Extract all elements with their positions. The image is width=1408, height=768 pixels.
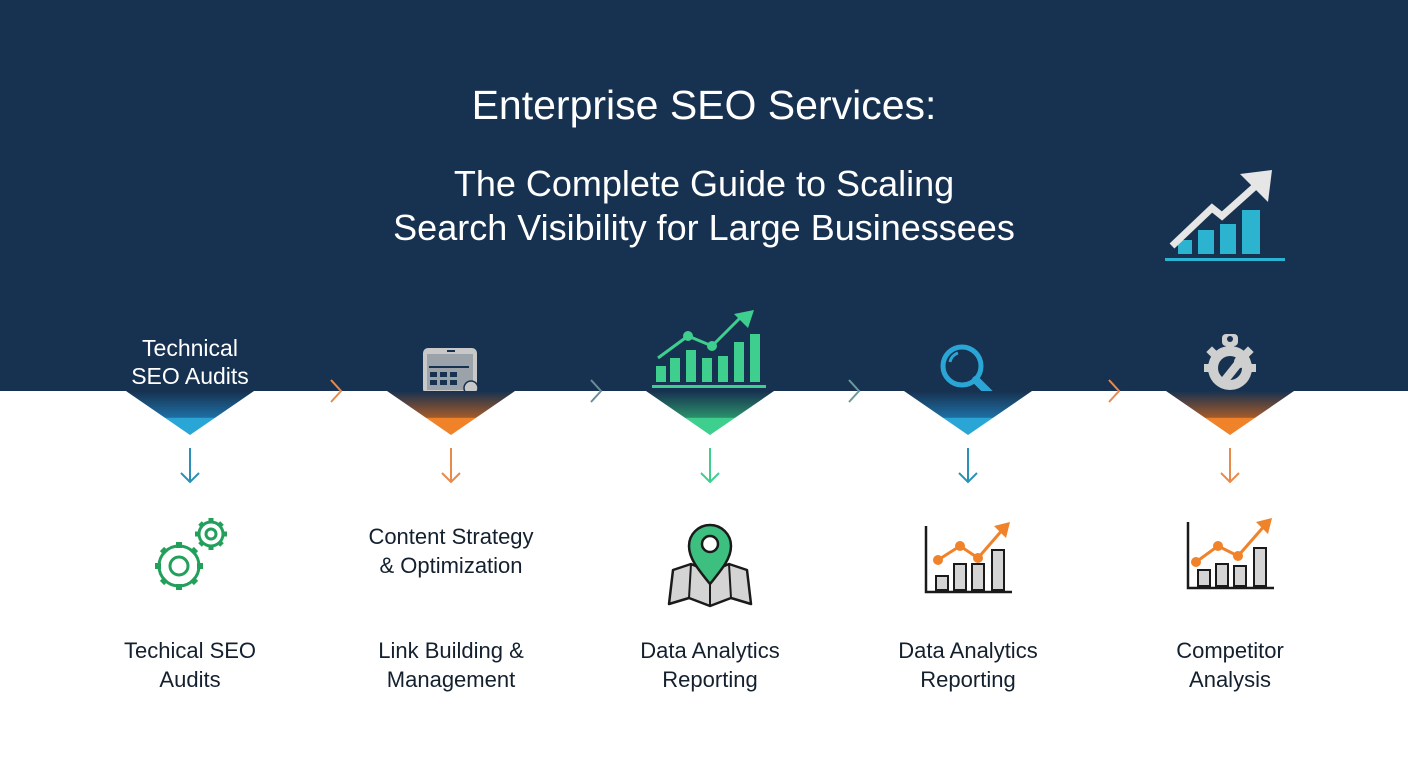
- step-bottom-label: Techical SEO Audits: [123, 638, 257, 692]
- line-bar-chart-icon: [1186, 518, 1274, 590]
- funnel-marker: [1166, 391, 1294, 435]
- step-data-analytics-2: Data Analytics Reporting: [838, 300, 1098, 768]
- step-bottom-label: Data Analytics Reporting: [898, 638, 1038, 692]
- gears-icon: [155, 518, 227, 590]
- step-data-analytics-1: Data Analytics Reporting: [580, 300, 840, 768]
- funnel-marker: [904, 391, 1032, 435]
- gear-wrench-icon: [1204, 334, 1256, 390]
- bar-chart-trend-icon: [652, 310, 766, 388]
- connector-chevron: [1108, 379, 1121, 403]
- map-pin-icon: [667, 523, 753, 608]
- connector-chevron: [848, 379, 861, 403]
- hero-banner: Enterprise SEO Services: The Complete Gu…: [0, 0, 1408, 391]
- funnel-marker: [387, 391, 515, 435]
- down-arrow-icon: [1220, 448, 1240, 484]
- down-arrow-icon: [441, 448, 461, 484]
- step-link-building: Content Strategy & Optimization Link Bui…: [321, 300, 581, 768]
- connector-chevron: [590, 379, 603, 403]
- page-subtitle: The Complete Guide to Scaling Search Vis…: [0, 162, 1408, 250]
- down-arrow-icon: [700, 448, 720, 484]
- connector-chevron: [330, 379, 343, 403]
- funnel-marker: [646, 391, 774, 435]
- down-arrow-icon: [180, 448, 200, 484]
- calculator-icon: [423, 348, 479, 396]
- subtitle-line-2: Search Visibility for Large Businessees: [393, 207, 1015, 248]
- step-technical-seo-audits: Technical SEO Audits Techical SEO Audits: [60, 300, 320, 768]
- step-bottom-label: Data Analytics Reporting: [640, 638, 780, 692]
- funnel-marker: [126, 391, 254, 435]
- subtitle-line-1: The Complete Guide to Scaling: [453, 163, 955, 204]
- page-title: Enterprise SEO Services:: [471, 82, 937, 128]
- down-arrow-icon: [958, 448, 978, 484]
- growth-chart-icon: [1165, 170, 1285, 261]
- step-bottom-label: Link Building & Management: [378, 638, 524, 692]
- step-mid-label: Content Strategy & Optimization: [368, 524, 534, 578]
- step-competitor-analysis: Competitor Analysis: [1100, 300, 1360, 768]
- step-bottom-label: Competitor Analysis: [1176, 638, 1284, 692]
- step-top-label: Technical SEO Audits: [131, 335, 249, 389]
- line-bar-chart-icon: [924, 522, 1012, 594]
